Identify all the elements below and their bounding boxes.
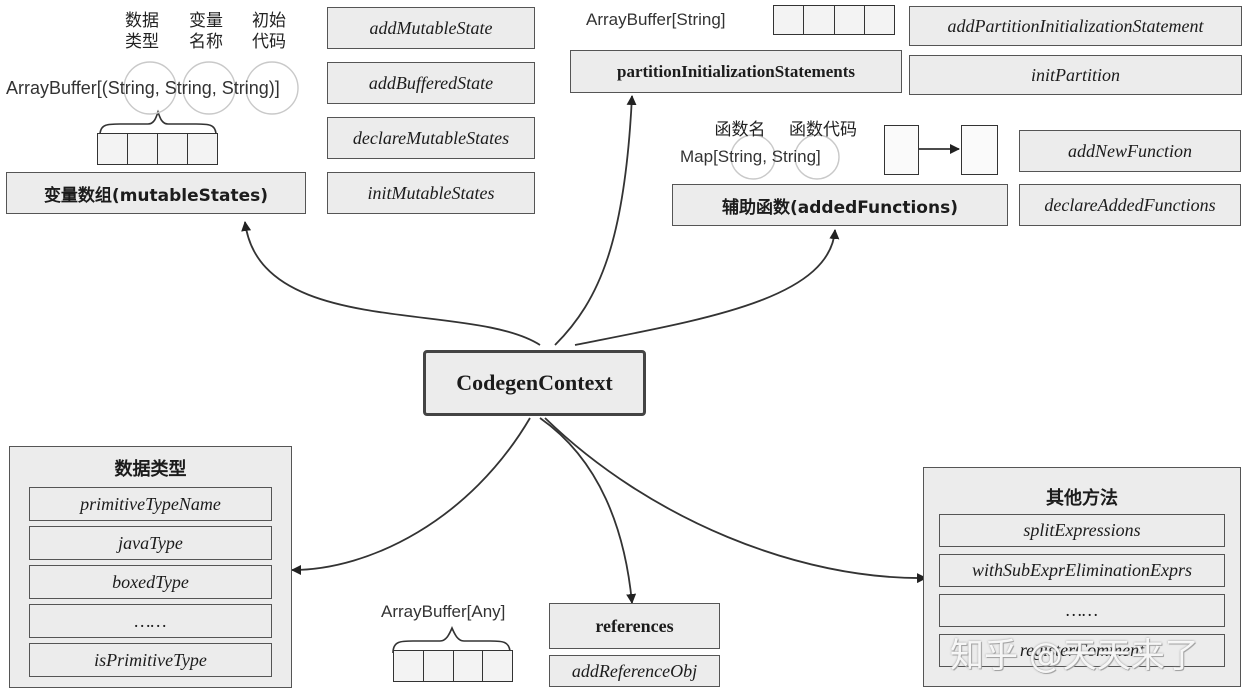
other-methods-panel: 其他方法 splitExpressions withSubExprElimina… — [923, 467, 1241, 687]
other-methods-title: 其他方法 — [1046, 488, 1118, 509]
added-functions-title: 辅助函数(addedFunctions) — [672, 184, 1008, 226]
col-label-var-name: 变量名称 — [189, 11, 223, 52]
arrow-to-partition — [554, 95, 637, 346]
partition-buffer-label: ArrayBuffer[String] — [586, 10, 726, 29]
map-key-box — [884, 125, 919, 175]
method-declare-added-functions: declareAddedFunctions — [1019, 184, 1241, 226]
brace-mutable-states — [99, 109, 217, 136]
arrow-to-other-methods — [544, 417, 927, 584]
key-label-function-name: 函数名 — [714, 120, 766, 140]
map-value-box — [961, 125, 998, 175]
data-type-item: isPrimitiveType — [29, 643, 272, 677]
method-add-buffered-state: addBufferedState — [327, 62, 535, 104]
other-method-item: …… — [939, 594, 1225, 627]
method-init-mutable-states: initMutableStates — [327, 172, 535, 214]
references-title: references — [549, 603, 720, 649]
data-type-item: …… — [29, 604, 272, 638]
other-method-item: registerComment — [939, 634, 1225, 667]
arrow-to-added-functions — [574, 229, 840, 346]
mutable-states-buffer-label: ArrayBuffer[(String, String, String)] — [6, 78, 280, 98]
method-add-partition-init-stmt: addPartitionInitializationStatement — [909, 6, 1242, 46]
data-type-item: boxedType — [29, 565, 272, 599]
watermark: 知乎 @天天来了 — [950, 636, 1199, 676]
data-types-title: 数据类型 — [114, 459, 187, 480]
data-type-item: javaType — [29, 526, 272, 560]
added-functions-map-label: Map[String, String] — [680, 147, 821, 166]
mutable-states-title: 变量数组(mutableStates) — [6, 172, 306, 214]
method-add-reference-obj: addReferenceObj — [549, 655, 720, 687]
arrow-to-references — [539, 417, 637, 604]
other-method-item: splitExpressions — [939, 514, 1225, 547]
partition-title: partitionInitializationStatements — [570, 50, 902, 93]
data-type-item: primitiveTypeName — [29, 487, 272, 521]
method-add-new-function: addNewFunction — [1019, 130, 1241, 172]
method-init-partition: initPartition — [909, 55, 1242, 95]
arrow-to-mutable-states — [241, 221, 541, 346]
brace-references — [392, 625, 511, 654]
col-label-data-type: 数据类型 — [125, 11, 159, 52]
references-buffer-cells — [393, 650, 513, 682]
label-circles — [123, 61, 840, 180]
method-declare-mutable-states: declareMutableStates — [327, 117, 535, 159]
data-types-panel: 数据类型 primitiveTypeName javaType boxedTyp… — [9, 446, 292, 688]
mutable-states-buffer-cells — [97, 133, 218, 165]
arrow-to-data-types — [291, 417, 531, 575]
partition-buffer-cells — [773, 5, 895, 35]
references-buffer-label: ArrayBuffer[Any] — [381, 602, 506, 621]
method-add-mutable-state: addMutableState — [327, 7, 535, 49]
other-method-item: withSubExprEliminationExprs — [939, 554, 1225, 587]
key-label-function-code: 函数代码 — [789, 120, 857, 140]
col-label-init-code: 初始代码 — [252, 11, 286, 52]
codegen-context-node: CodegenContext — [423, 350, 646, 416]
